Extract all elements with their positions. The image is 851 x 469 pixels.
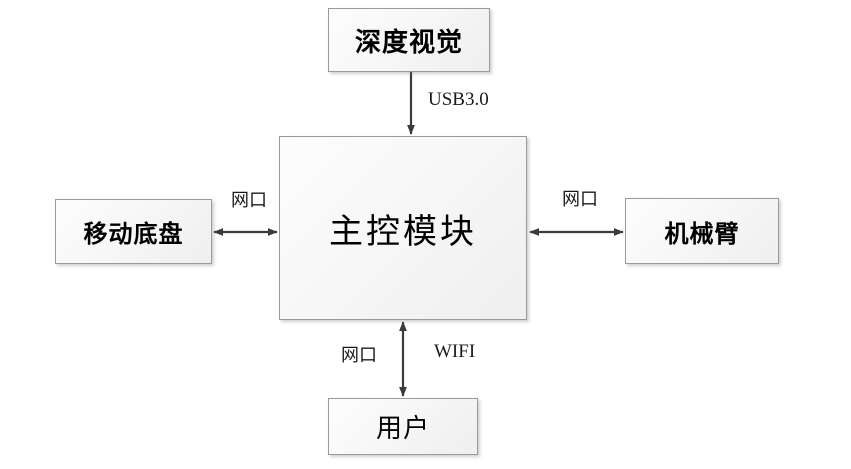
node-main-control[interactable]: 主控模块 [279,136,527,320]
node-depth-vision[interactable]: 深度视觉 [328,8,490,72]
edge-label-network-port-left: 网口 [231,190,267,210]
node-user[interactable]: 用户 [328,398,478,455]
node-main-control-label: 主控模块 [329,213,477,251]
node-user-label: 用户 [375,414,430,443]
edge-label-network-port-right: 网口 [562,189,598,209]
edge-label-network-port-bottom: 网口 [341,345,377,365]
node-mobile-base[interactable]: 移动底盘 [55,199,212,264]
node-robot-arm-label: 机械臂 [664,221,740,248]
edge-label-wifi: WIFI [434,341,476,362]
node-depth-vision-label: 深度视觉 [354,27,463,57]
edge-label-usb3: USB3.0 [428,89,489,110]
node-robot-arm[interactable]: 机械臂 [625,198,779,264]
node-mobile-base-label: 移动底盘 [83,222,184,248]
